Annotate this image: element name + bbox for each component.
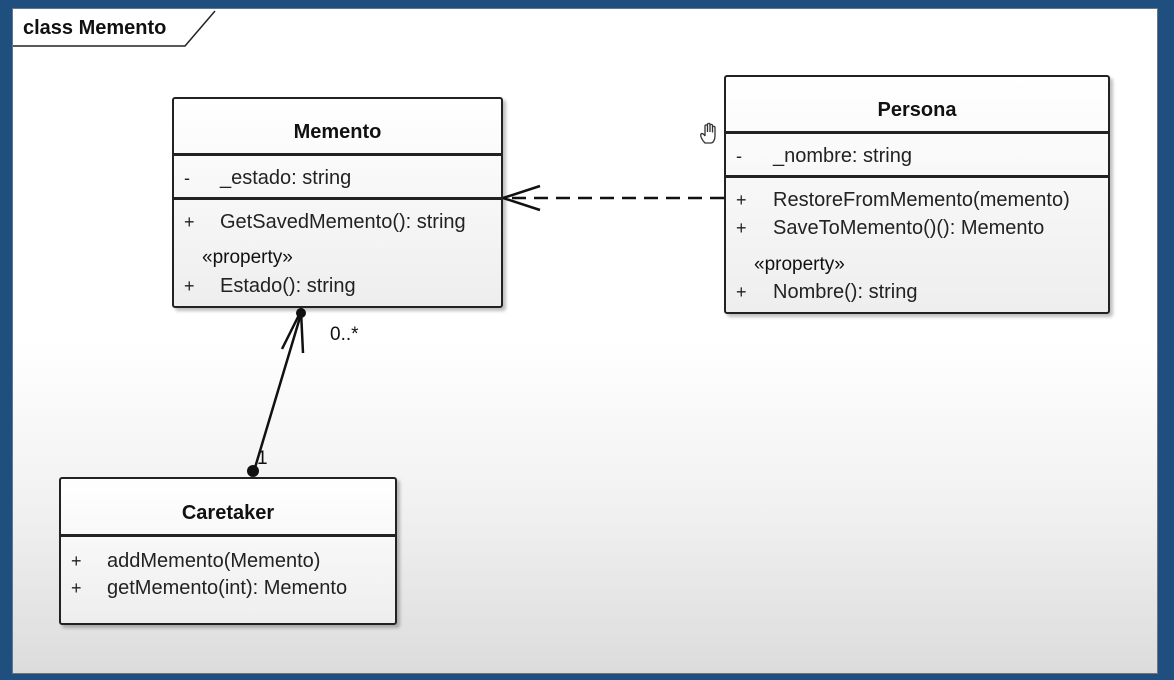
aggregation-line bbox=[252, 313, 303, 472]
divider bbox=[174, 197, 501, 200]
diagram-canvas: class Memento 0..* 1 Memento - _estado: … bbox=[12, 8, 1158, 674]
attribute-estado: _estado: string bbox=[220, 167, 352, 189]
operation-restore-from-memento: RestoreFromMemento(memento) bbox=[773, 189, 1070, 211]
attribute-nombre: _nombre: string bbox=[773, 145, 912, 167]
divider bbox=[174, 153, 501, 156]
class-memento[interactable]: Memento - _estado: string + GetSavedMeme… bbox=[172, 97, 503, 308]
visibility-public: + bbox=[184, 212, 195, 232]
class-name-memento: Memento bbox=[293, 121, 382, 143]
divider bbox=[726, 175, 1108, 178]
visibility-public: + bbox=[71, 551, 82, 571]
frame-tab-outline bbox=[13, 10, 216, 47]
visibility-public: + bbox=[736, 190, 747, 210]
divider bbox=[726, 131, 1108, 134]
class-name-persona: Persona bbox=[877, 99, 957, 121]
visibility-public: + bbox=[736, 282, 747, 302]
operation-save-to-memento: SaveToMemento()(): Memento bbox=[773, 217, 1045, 239]
dependency-arrowhead bbox=[498, 184, 541, 212]
visibility-private: - bbox=[736, 146, 742, 166]
stereotype-property: «property» bbox=[202, 247, 293, 268]
class-caretaker[interactable]: Caretaker + addMemento(Memento) + getMem… bbox=[59, 477, 397, 625]
operation-add-memento: addMemento(Memento) bbox=[107, 550, 321, 572]
divider bbox=[61, 534, 395, 537]
stereotype-property: «property» bbox=[754, 254, 845, 275]
property-nombre: Nombre(): string bbox=[773, 281, 918, 303]
hand-cursor-icon bbox=[697, 121, 723, 153]
visibility-private: - bbox=[184, 168, 190, 188]
multiplicity-caretaker: 1 bbox=[257, 448, 268, 469]
property-estado: Estado(): string bbox=[220, 275, 356, 297]
visibility-public: + bbox=[184, 276, 195, 296]
class-name-caretaker: Caretaker bbox=[181, 502, 275, 524]
operation-get-memento: getMemento(int): Memento bbox=[107, 577, 348, 599]
class-persona[interactable]: Persona - _nombre: string + RestoreFromM… bbox=[724, 75, 1110, 314]
visibility-public: + bbox=[71, 578, 82, 598]
diagram-title: class Memento bbox=[23, 17, 167, 39]
aggregation-end-caretaker bbox=[247, 465, 259, 477]
aggregation-end-memento bbox=[296, 308, 306, 318]
operation-get-saved-memento: GetSavedMemento(): string bbox=[220, 211, 466, 233]
multiplicity-memento: 0..* bbox=[330, 324, 359, 345]
visibility-public: + bbox=[736, 218, 747, 238]
connectors-layer bbox=[247, 184, 724, 477]
